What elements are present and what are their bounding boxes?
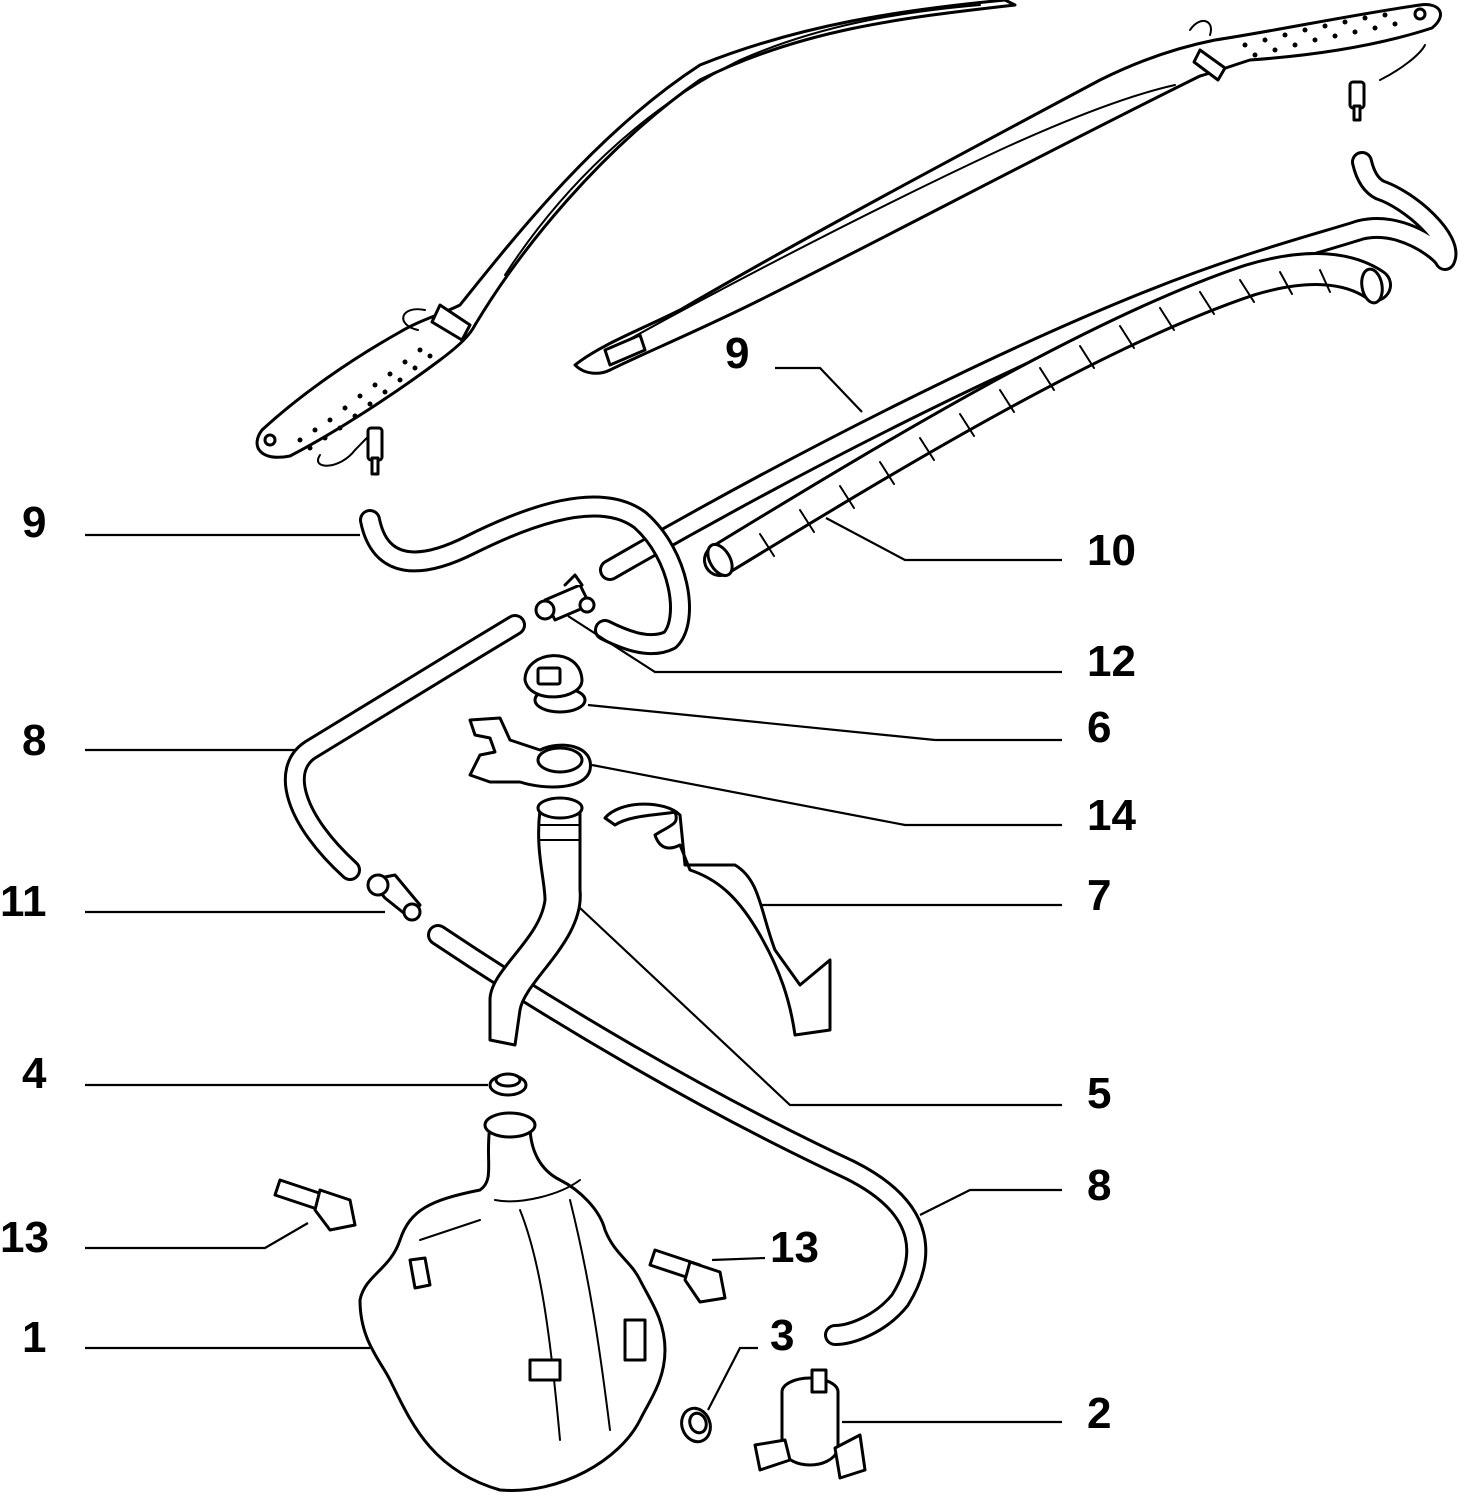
callout-3: 3 — [770, 1311, 794, 1360]
callout-8-right: 8 — [1087, 1161, 1111, 1210]
callout-6: 6 — [1087, 703, 1111, 752]
callout-13-right: 13 — [770, 1223, 819, 1272]
leader-lines — [85, 366, 1062, 1424]
seal-3 — [680, 1406, 712, 1444]
callout-4: 4 — [22, 1049, 47, 1098]
washer-pump-2 — [753, 1368, 867, 1480]
hose-9-upper — [599, 151, 1458, 581]
callout-7: 7 — [1087, 871, 1111, 920]
wiper-arm-left — [255, 0, 1017, 476]
connector-11 — [366, 873, 422, 922]
callout-8-left: 8 — [22, 716, 46, 765]
filler-neck-5 — [488, 796, 584, 1047]
wiper-arm-right — [573, 3, 1442, 375]
callout-11: 11 — [0, 877, 47, 926]
callout-5: 5 — [1087, 1069, 1111, 1118]
filler-cap-6 — [523, 654, 587, 714]
hose-8-left — [283, 614, 526, 881]
hose-8-lower — [427, 924, 928, 1346]
callout-9-upper: 9 — [725, 329, 749, 378]
callout-1: 1 — [22, 1313, 46, 1362]
callout-2: 2 — [1087, 1389, 1111, 1438]
callout-10: 10 — [1087, 526, 1136, 575]
bolt-13-left — [273, 1178, 357, 1232]
hose-9-left — [359, 495, 691, 656]
bracket-14 — [468, 716, 592, 789]
bracket-7 — [603, 802, 832, 1037]
corrugated-sleeve-10 — [703, 252, 1392, 578]
washer-reservoir-1 — [358, 1111, 667, 1492]
callout-labels: 9 9 10 12 8 6 14 11 7 4 5 8 13 13 1 3 2 — [0, 329, 1136, 1438]
callout-13-left: 13 — [0, 1213, 49, 1262]
callout-14: 14 — [1087, 791, 1136, 840]
t-connector-12 — [534, 573, 596, 622]
callout-9-left: 9 — [22, 498, 46, 547]
callout-12: 12 — [1087, 637, 1136, 686]
grommet-4 — [488, 1072, 528, 1097]
bolt-13-right — [648, 1248, 727, 1304]
